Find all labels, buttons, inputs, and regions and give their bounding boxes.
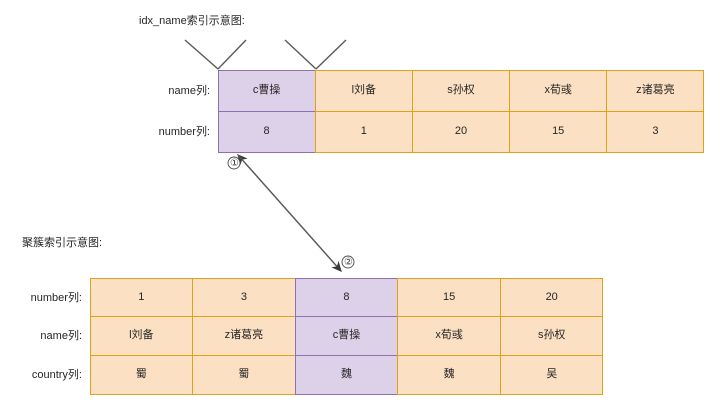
caret-down-mark-left: [184, 39, 247, 70]
clustered-cell-number-3: 15: [397, 277, 501, 318]
idx-cell-name-2: s孙权: [411, 69, 511, 112]
clustered-cell-number-4: 20: [499, 277, 604, 318]
clustered-section-title: 聚簇索引示意图:: [22, 237, 103, 249]
clustered-cell-name-0: l刘备: [89, 316, 194, 356]
idx-row-label-number: number列:: [158, 126, 210, 138]
connector-arrow-up: [237, 154, 342, 272]
clustered-cell-country-4: 吴: [499, 354, 604, 395]
clustered-cell-number-1: 3: [192, 277, 296, 318]
clustered-row-label-number: number列:: [30, 292, 82, 304]
clustered-cell-name-3: x荀彧: [397, 316, 501, 356]
idx-row-label-name: name列:: [168, 85, 210, 97]
idx-cell-name-3: x荀彧: [509, 69, 608, 112]
clustered-cell-name-2: c曹操: [294, 316, 399, 356]
idx-section-title: idx_name索引示意图:: [139, 15, 245, 27]
idx-cell-name-1: l刘备: [314, 69, 413, 112]
clustered-cell-country-3: 魏: [397, 354, 501, 395]
idx-cell-name-0: c曹操: [217, 69, 316, 112]
clustered-cell-number-2: 8: [294, 277, 399, 318]
clustered-cell-country-2: 魏: [294, 354, 399, 395]
idx-cell-number-2: 20: [411, 110, 511, 153]
clustered-index-table: 1 3 8 15 20 l刘备 z诸葛亮 c曹操 x荀彧 s孙权 蜀 蜀 魏 魏…: [89, 277, 604, 395]
idx-cell-number-1: 1: [314, 110, 413, 153]
idx-cell-number-3: 15: [509, 110, 608, 153]
clustered-cell-country-0: 蜀: [89, 354, 194, 395]
clustered-row-label-country: country列:: [31, 369, 82, 381]
clustered-cell-name-1: z诸葛亮: [192, 316, 296, 356]
clustered-cell-name-4: s孙权: [499, 316, 604, 356]
idx-cell-number-0: 8: [217, 110, 316, 153]
connector-arrow-down: [237, 154, 342, 272]
connector-label-top: ①: [230, 158, 239, 169]
clustered-cell-country-1: 蜀: [192, 354, 296, 395]
idx-cell-name-4: z诸葛亮: [606, 69, 705, 112]
clustered-row-label-name: name列:: [40, 330, 82, 342]
idx-cell-number-4: 3: [606, 110, 705, 153]
clustered-cell-number-0: 1: [89, 277, 194, 318]
idx-name-index-table: c曹操 l刘备 s孙权 x荀彧 z诸葛亮 8 1 20 15 3: [217, 69, 705, 153]
caret-down-mark-right: [284, 39, 347, 70]
connector-label-bottom: ②: [344, 257, 353, 268]
